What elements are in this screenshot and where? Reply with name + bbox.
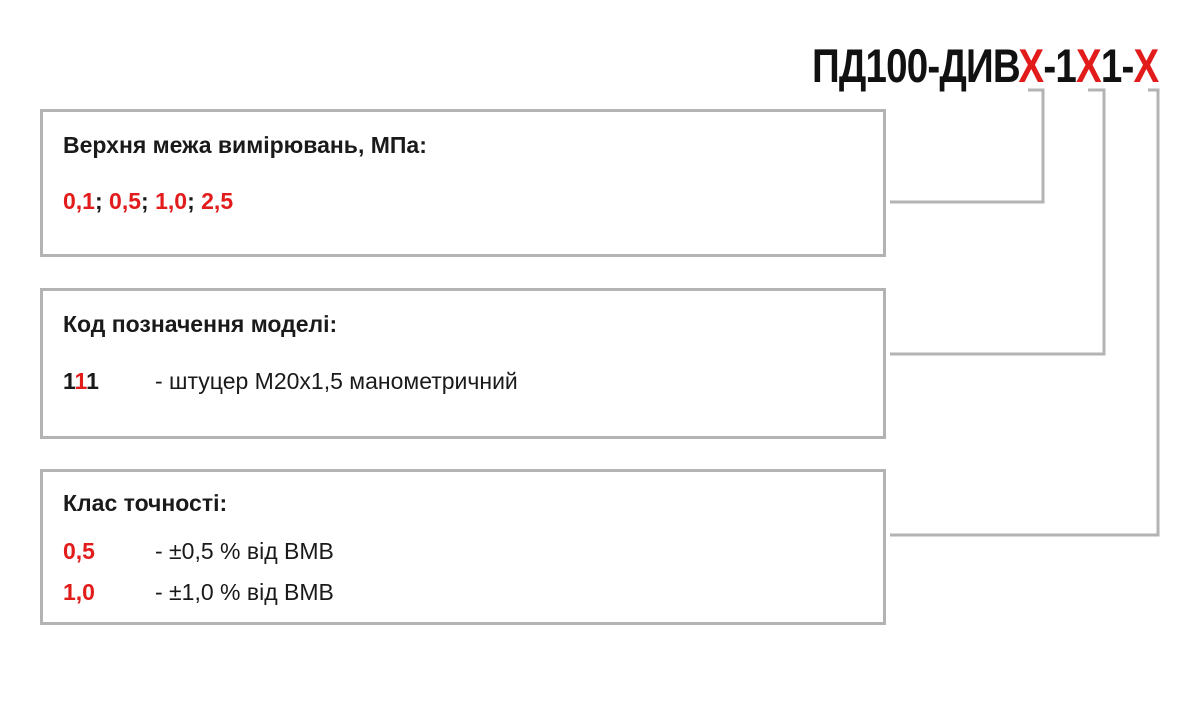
model-code-value: 111 <box>63 368 155 395</box>
accuracy-value: 0,5 <box>63 538 95 564</box>
connector-model <box>890 88 1106 356</box>
model-title: Код позначення моделі: <box>63 311 338 337</box>
model-code: ПД100-ДИВХ-1Х1-Х <box>812 38 1159 94</box>
accuracy-value: 1,0 <box>63 579 95 605</box>
code-placeholder-accuracy: Х <box>1133 39 1159 92</box>
range-title: Верхня межа вимірювань, МПа: <box>63 132 427 158</box>
model-code-digit-highlight: 1 <box>74 368 87 394</box>
range-values: 0,1; 0,5; 1,0; 2,5 <box>63 188 233 215</box>
range-value: 2,5 <box>201 188 234 214</box>
model-box: Код позначення моделі: 111- штуцер М20х1… <box>40 288 886 439</box>
code-placeholder-range: Х <box>1018 39 1044 92</box>
model-code-digit: 1 <box>63 368 75 394</box>
accuracy-box: Клас точності: 0,5 - ±0,5 % від ВМВ 1,0 - … <box>40 469 886 625</box>
range-value: 0,1 <box>63 188 95 214</box>
model-row: 111- штуцер М20х1,5 манометричний <box>63 368 518 395</box>
accuracy-description: - ±0,5 % від ВМВ <box>155 538 334 564</box>
accuracy-row: 0,5 - ±0,5 % від ВМВ <box>63 538 334 565</box>
range-separator: ; <box>141 188 156 214</box>
accuracy-row: 1,0 - ±1,0 % від ВМВ <box>63 579 334 606</box>
accuracy-description: - ±1,0 % від ВМВ <box>155 579 334 605</box>
model-code-digit: 1 <box>86 368 99 394</box>
range-separator: ; <box>94 188 110 214</box>
connector-range <box>890 88 1045 204</box>
code-prefix: ПД100-ДИВ <box>812 39 1019 92</box>
accuracy-title: Клас точності: <box>63 490 228 516</box>
range-value: 0,5 <box>109 188 142 214</box>
range-separator: ; <box>187 188 202 214</box>
code-separator-1: -1 <box>1043 39 1076 92</box>
range-box: Верхня межа вимірювань, МПа: 0,1; 0,5; 1… <box>40 109 886 257</box>
code-separator-2: 1- <box>1100 39 1134 92</box>
range-value: 1,0 <box>155 188 188 214</box>
model-description: - штуцер М20х1,5 манометричний <box>155 368 518 394</box>
code-placeholder-model: Х <box>1075 39 1102 92</box>
connector-accuracy <box>890 88 1160 537</box>
